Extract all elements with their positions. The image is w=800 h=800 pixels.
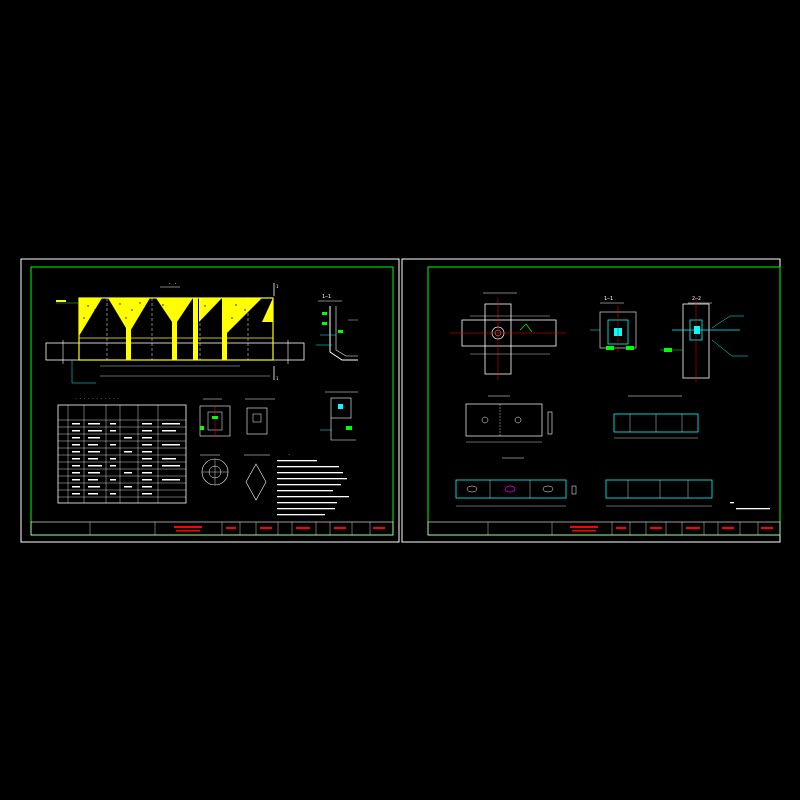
section-mark-top: 1 [276, 284, 279, 289]
section-1-1-right: 1—1 [590, 296, 637, 352]
post-3 [193, 298, 198, 360]
detail-drawings-left [199, 391, 358, 501]
hatch-5 [199, 298, 222, 322]
plate-detail-d [605, 479, 713, 507]
material-table: - - - - - - - - - - - [57, 396, 187, 504]
svg-text:- - - - - - - - - - -: - - - - - - - - - - - [75, 396, 119, 400]
left-sheet: - - [20, 258, 400, 543]
plate-detail-c [455, 457, 577, 507]
section-mark-bottom: 1 [276, 376, 279, 381]
notes-right [730, 502, 770, 510]
hatch-3 [156, 298, 172, 322]
right-sheet-outer-frame [401, 258, 781, 543]
hatch-1 [79, 298, 102, 336]
plan-view [450, 292, 566, 380]
title-block-left [30, 521, 394, 536]
plate-detail-b [613, 395, 699, 439]
hatch-2 [108, 298, 150, 333]
right-sheet-border [427, 266, 781, 536]
section-1-1-title: 1—1 [322, 294, 331, 300]
svg-text:-: - [288, 452, 290, 457]
section-1-1-right-title: 1—1 [604, 296, 613, 302]
section-2-2-right-title: 2—2 [692, 296, 701, 302]
hatch-4 [177, 298, 193, 322]
section-2-2-right: 2—2 [660, 296, 748, 382]
left-sheet-outer-frame [20, 258, 400, 543]
notes-left: - [277, 452, 349, 516]
post-4 [222, 298, 227, 360]
elevation-view: - - [45, 281, 305, 384]
hatch-6 [227, 298, 262, 333]
elevation-title: - - [168, 281, 177, 287]
hatch-7 [262, 298, 273, 322]
post-2 [172, 298, 177, 360]
title-block-right [427, 521, 781, 536]
right-sheet: 1—1 2—2 [401, 258, 781, 543]
section-1-1: 1—1 [316, 294, 358, 361]
plate-detail-a [465, 395, 553, 443]
